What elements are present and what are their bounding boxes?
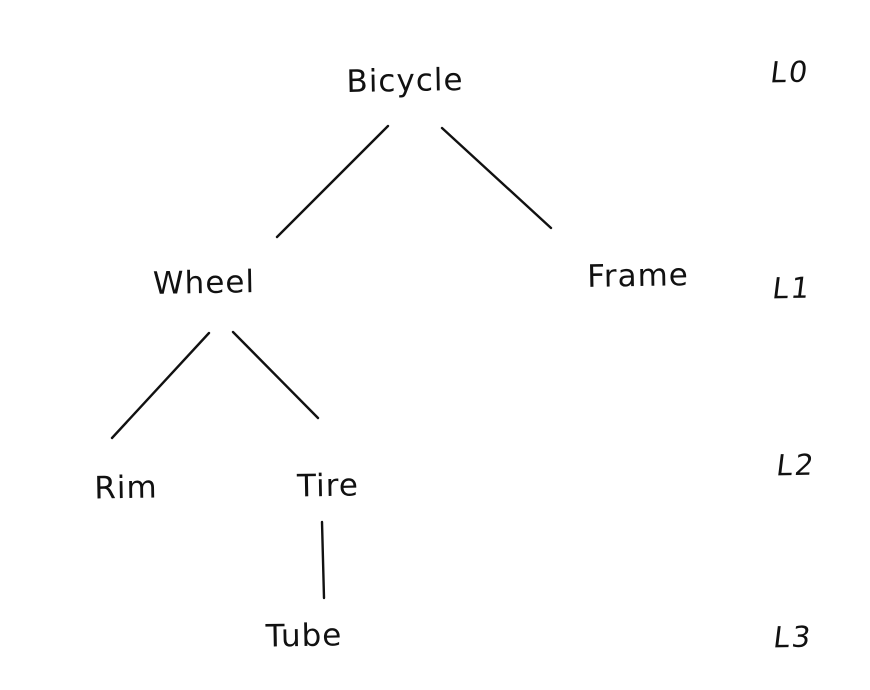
node-tire: Tire <box>296 467 360 505</box>
edge-bicycle-frame <box>440 126 553 230</box>
node-frame: Frame <box>586 257 690 295</box>
node-tube: Tube <box>265 617 343 655</box>
edge-bicycle-wheel <box>275 124 390 239</box>
node-wheel: Wheel <box>152 264 256 302</box>
level-label-l2: L2 <box>774 447 818 483</box>
edge-tire-tube <box>320 520 326 600</box>
node-rim: Rim <box>94 469 158 507</box>
node-bicycle: Bicycle <box>346 61 464 101</box>
level-label-l3: L3 <box>771 619 815 655</box>
edge-wheel-tire <box>231 330 320 420</box>
level-label-l1: L1 <box>770 270 814 306</box>
edge-wheel-rim <box>110 331 211 440</box>
level-label-l0: L0 <box>768 54 812 90</box>
